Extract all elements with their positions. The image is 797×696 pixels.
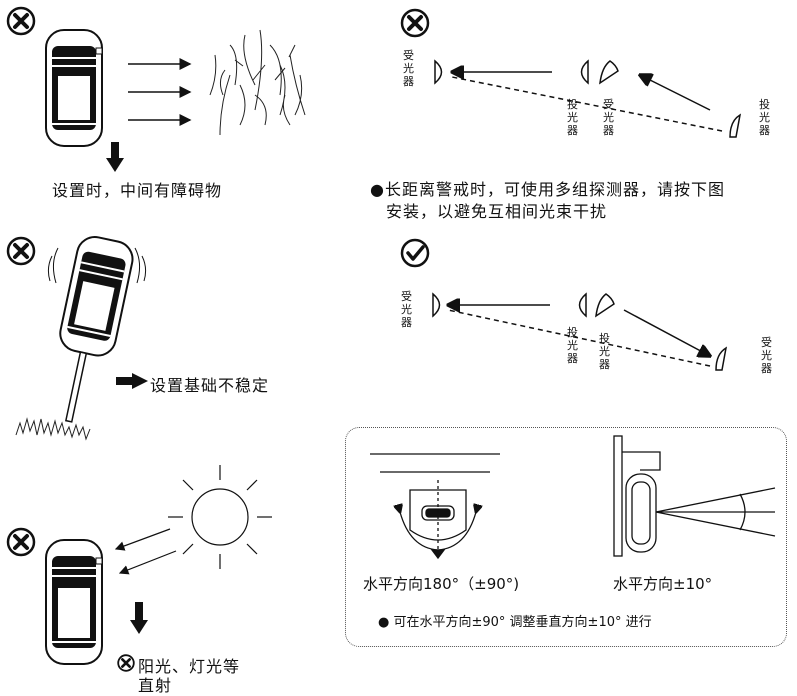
vertical-adjust-diagram [613,435,776,557]
grass [15,417,91,441]
horizontal-adjust-diagram [370,453,500,560]
wrong-beam-diagram [434,59,742,138]
sunlight-caption-1: 阳光、灯光等 [138,657,241,676]
sunlight-caption-2: 直射 [138,676,173,695]
long-range-note-1: ●长距离警戒时，可使用多组探测器，请按下图 [370,180,725,199]
sun-icon [168,465,272,569]
bush-obstacle [209,29,306,136]
down-arrow-icon [106,142,124,172]
receiver-label: 受光器 [761,336,772,375]
tilted-detector [47,236,147,423]
down-arrow-icon [130,602,148,634]
right-arrow-icon [116,373,148,389]
x-circle-icon [6,6,36,36]
light-ray-arrows [114,528,177,575]
adjust-note: ● 可在水平方向±90° 调整垂直方向±10° 进行 [378,615,652,630]
receiver-label: 受光器 [401,290,412,329]
x-circle-icon [117,654,135,672]
transmitter-label: 投光器 [759,98,770,137]
detector-device [45,29,103,147]
horizontal-angle-label: 水平方向180°（±90°) [363,575,520,593]
x-circle-icon [6,236,36,266]
adjustment-panel [345,427,787,647]
long-range-note-2: 安装，以避免互相间光束干扰 [386,202,608,221]
right-beam-diagram [432,292,728,371]
beam-arrows [128,58,192,126]
transmitter-label: 投光器 [599,332,610,371]
receiver-label: 受光器 [603,98,614,137]
x-circle-icon [400,8,430,38]
unstable-caption: 设置基础不稳定 [150,376,270,395]
check-circle-icon [400,238,430,268]
bullet-dot: ● [370,180,385,199]
detector-device [45,539,103,665]
vertical-angle-label: 水平方向±10° [613,575,713,593]
bullet-dot: ● [378,615,394,630]
x-circle-icon [6,527,36,557]
obstacle-caption: 设置时，中间有障碍物 [52,181,223,200]
transmitter-label: 投光器 [567,326,578,365]
transmitter-label: 投光器 [567,98,578,137]
receiver-label: 受光器 [403,49,414,88]
